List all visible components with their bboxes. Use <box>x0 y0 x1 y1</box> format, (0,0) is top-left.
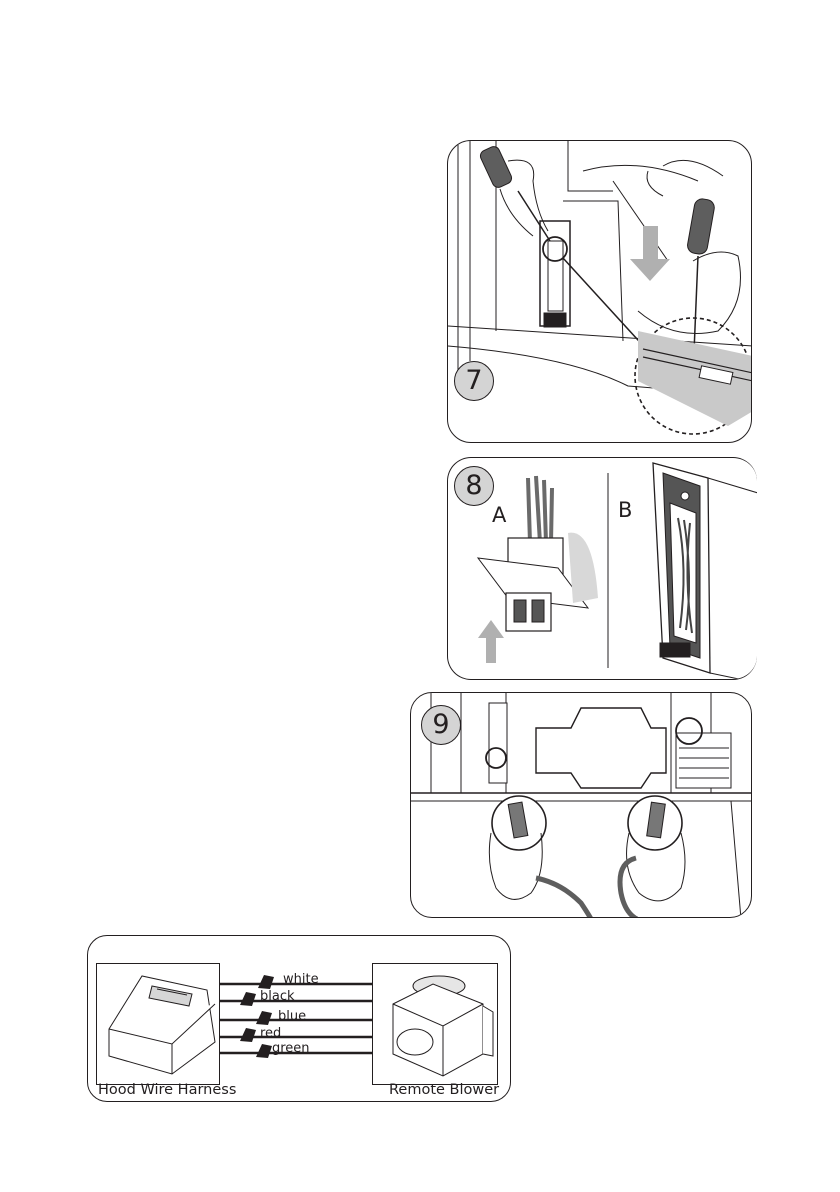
step-9-drawing <box>411 693 752 918</box>
hood-box <box>96 963 220 1085</box>
step-7-illustration: 7 <box>447 140 752 443</box>
blower-icon <box>373 964 499 1086</box>
range-hood-icon <box>97 964 221 1086</box>
wiring-diagram: white black blue red green Hood Wire Har… <box>87 935 511 1102</box>
step-8-label-b: B <box>618 498 632 522</box>
wire-nut-blue <box>256 1011 272 1025</box>
wire-label-black: black <box>260 990 295 1004</box>
wire-nut-red <box>240 1028 256 1042</box>
step-7-badge: 7 <box>454 361 494 401</box>
step-7-drawing <box>448 141 752 443</box>
blower-box <box>372 963 498 1085</box>
step-8-drawing <box>448 458 757 680</box>
remote-blower-caption: Remote Blower <box>389 1082 499 1098</box>
wire-nut-green <box>256 1044 272 1058</box>
wire-nut-black <box>240 992 256 1006</box>
hood-wire-harness-caption: Hood Wire Harness <box>98 1082 236 1098</box>
step-8-illustration: 8 A B <box>447 457 757 680</box>
step-9-illustration: 9 <box>410 692 752 918</box>
step-8-badge: 8 <box>454 466 494 506</box>
wire-nut-white <box>258 975 274 989</box>
wire-label-green: green <box>272 1042 310 1056</box>
wire-label-red: red <box>260 1027 281 1041</box>
step-9-badge: 9 <box>421 705 461 745</box>
wire-label-white: white <box>283 973 319 987</box>
wire-label-blue: blue <box>278 1010 306 1024</box>
step-8-label-a: A <box>492 503 506 527</box>
